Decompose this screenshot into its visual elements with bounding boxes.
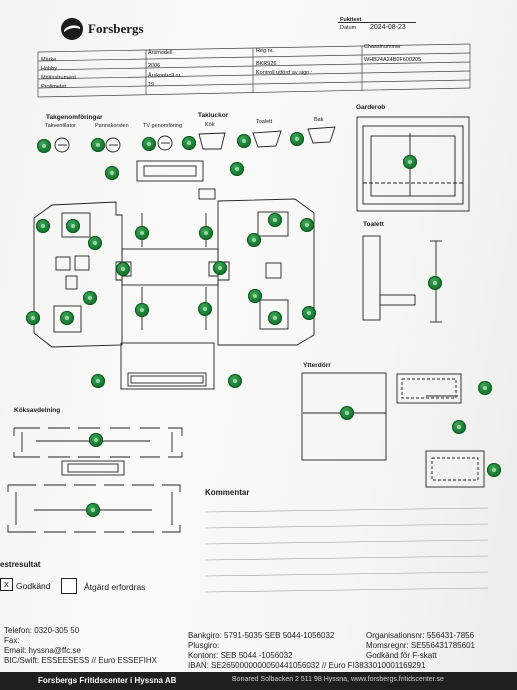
footer-address: Bonared Solbacken 2 511 98 Hyssna, www.f…: [232, 676, 444, 683]
footer-orgnr: Organisationsnr: 556431-7856: [366, 631, 475, 640]
measure-point-dot: [403, 155, 417, 169]
info-cell: Årskontroll nr.: [148, 73, 182, 79]
measure-point-dot: [83, 291, 97, 305]
info-label: Märke: [41, 57, 57, 63]
testresultat-heading: estresultat: [0, 560, 41, 569]
info-cell: Kontroll utförd av sign :: [256, 70, 313, 76]
footer-telefon: Telefon: 0320-305 50: [4, 626, 80, 635]
info-cell-control-nr: 19: [148, 82, 155, 88]
bak-label: Bak: [314, 117, 324, 123]
measure-point-dot: [452, 420, 466, 434]
info-cell-model-year: 2006: [148, 63, 161, 69]
info-table-grid: [37, 43, 471, 98]
measure-point-dot: [116, 262, 130, 276]
pannskorsten-label: Pannskorsten: [95, 123, 129, 129]
measure-point-dot: [199, 226, 213, 240]
measure-point-dot: [36, 219, 50, 233]
toalett-top-label: Toalett: [256, 119, 273, 125]
footer-email: Email: hyssna@ffc.se: [4, 646, 81, 655]
info-cell: Årsmodell: [148, 50, 173, 56]
measure-point-dot: [86, 503, 100, 517]
measure-point-dot: [230, 162, 244, 176]
measure-point-dot: [302, 306, 316, 320]
ytterdorr-heading: Ytterdörr: [303, 362, 331, 369]
measure-point-dot: [142, 137, 156, 151]
measure-point-dot: [66, 219, 80, 233]
godkand-checkbox[interactable]: x: [0, 578, 13, 591]
measure-point-dot: [237, 134, 251, 148]
footer-company: Forsbergs Fritidscenter i Hyssna AB: [38, 676, 177, 685]
measure-point-dot: [37, 139, 51, 153]
footer-bic: BIC/Swift: ESSEESESS // Euro ESSEFIHX: [4, 656, 157, 665]
info-label: Mätinstrument: [41, 75, 76, 81]
measure-point-dot: [135, 303, 149, 317]
brand-name: Forsbergs: [88, 21, 144, 36]
godkand-label: Godkänd: [16, 581, 51, 591]
footer-fskatt: Godkänd för F-skatt: [366, 651, 437, 660]
garderob-heading: Garderob: [356, 104, 386, 111]
kok-label: Kök: [205, 122, 215, 128]
info-cell: Chassinummer: [364, 44, 401, 50]
form-name: Fukttest: [340, 17, 362, 23]
info-cell-chassis: WHB24A24B0F600205: [364, 57, 422, 63]
measure-point-dot: [428, 276, 442, 290]
footer-momsreg: Momsregnr: SE556431785601: [366, 641, 475, 650]
measure-point-dot: [290, 132, 304, 146]
measure-point-dot: [198, 302, 212, 316]
floor-plan-drawing: [7, 116, 489, 593]
measure-point-dot: [300, 218, 314, 232]
toalett-heading: Toalett: [363, 221, 384, 228]
date-label: Datum: [340, 25, 357, 31]
footer-plusgiro: Plusgiro:: [188, 641, 220, 650]
date-value: 2024-08-23: [370, 24, 406, 31]
atgard-label: Åtgärd erfordras: [84, 582, 146, 592]
measure-point-dot: [26, 311, 40, 325]
tv-genomforing-label: TV genomföring: [143, 123, 183, 129]
measure-point-dot: [487, 463, 501, 477]
measure-point-dot: [268, 311, 282, 325]
measure-point-dot: [91, 374, 105, 388]
measure-point-dot: [89, 433, 103, 447]
atgard-checkbox[interactable]: [61, 578, 77, 594]
footer-bar: Forsbergs Fritidscenter i Hyssna AB Bona…: [0, 672, 517, 690]
measure-point-dot: [135, 226, 149, 240]
measure-point-dot: [213, 261, 227, 275]
info-label: Hobby: [41, 66, 57, 72]
footer-fax: Fax:: [4, 636, 20, 645]
date-underline: [338, 22, 416, 23]
measure-point-dot: [105, 166, 119, 180]
footer-iban: IBAN: SE2650000000050441056032 // Euro F…: [188, 661, 426, 670]
measure-point-dot: [247, 233, 261, 247]
info-cell-reg-nr: BKR926: [256, 61, 277, 67]
kommentar-heading: Kommentar: [205, 488, 250, 497]
footer-bankgiro: Bankgiro: 5791-5035 SEB 5044-1056032: [188, 631, 335, 640]
measure-point-dot: [228, 374, 242, 388]
measure-point-dot: [91, 138, 105, 152]
forsbergs-logo-icon: [61, 18, 83, 40]
measure-point-dot: [268, 213, 282, 227]
measure-point-dot: [88, 236, 102, 250]
takluckor-heading: Takluckor: [198, 112, 229, 119]
footer-kontonr: Kontonr: SEB 5044 -1056032: [188, 651, 293, 660]
takventilator-label: Takventilator: [45, 123, 76, 129]
measure-point-dot: [340, 406, 354, 420]
measure-point-dot: [248, 289, 262, 303]
info-cell: Reg.nr.: [256, 48, 274, 54]
takgenomforingar-heading: Takgenomföringar: [46, 114, 103, 121]
measure-point-dot: [182, 136, 196, 150]
koksavdelning-heading: Köksavdelning: [14, 407, 61, 414]
measure-point-dot: [60, 311, 74, 325]
info-label: Protimeter: [41, 84, 67, 90]
measure-point-dot: [478, 381, 492, 395]
